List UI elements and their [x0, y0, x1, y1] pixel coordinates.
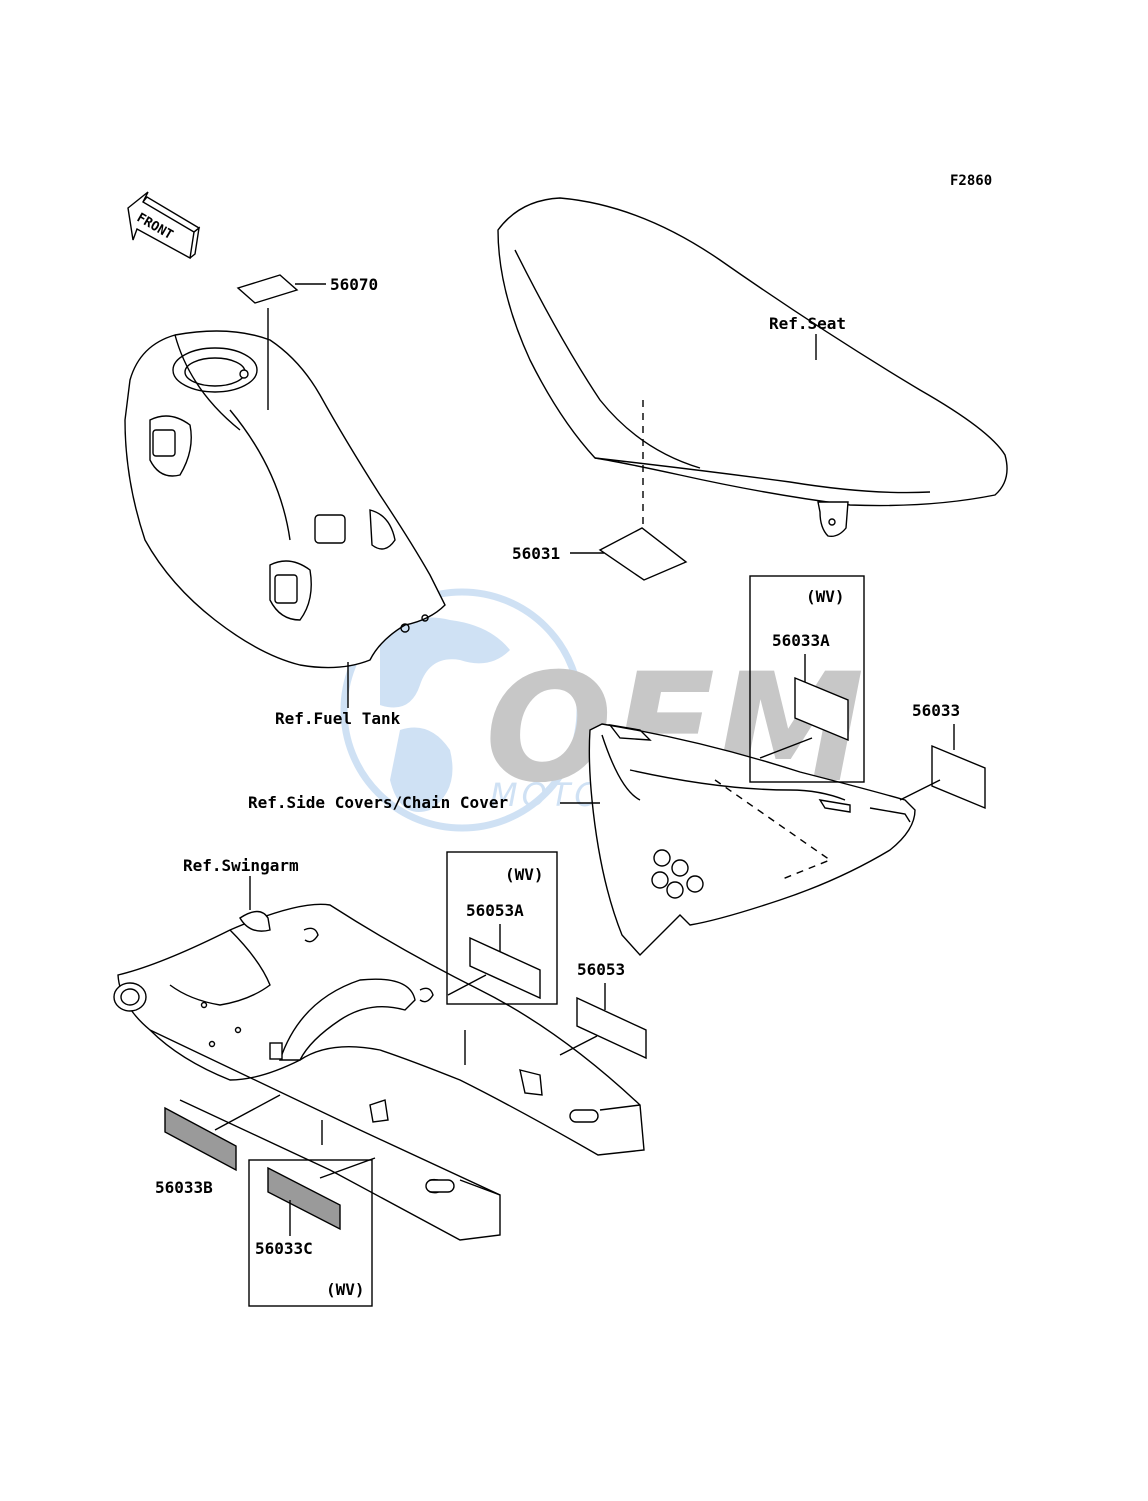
label-56070	[236, 274, 299, 304]
part-56033C: 56033C	[255, 1239, 313, 1258]
watermark-continents	[380, 617, 510, 812]
figure-code: F2860	[950, 173, 992, 189]
leader-56053A-to-arm	[447, 974, 487, 996]
seat	[497, 197, 1008, 538]
swingarm	[113, 903, 645, 1241]
leader-56033A-to-cover	[759, 737, 813, 759]
label-56033A	[794, 676, 849, 742]
ref-swingarm-label: Ref.Swingarm	[183, 856, 299, 875]
variant-56033A: (WV)	[806, 587, 845, 606]
part-56053A: 56053A	[466, 901, 524, 920]
leader-56053-to-arm	[559, 1035, 598, 1056]
ref-seat-label: Ref.Seat	[769, 314, 846, 333]
part-56031: 56031	[512, 544, 560, 563]
part-56033A: 56033A	[772, 631, 830, 650]
part-56033: 56033	[912, 701, 960, 720]
watermark-globe-icon	[340, 588, 584, 832]
part-56033B: 56033B	[155, 1178, 213, 1197]
leader-56033C-to-arm	[319, 1157, 376, 1179]
variant-56053A: (WV)	[505, 865, 544, 884]
label-56033C	[267, 1166, 341, 1231]
side-cover	[588, 723, 916, 957]
ref-fuel-tank-label: Ref.Fuel Tank	[275, 709, 401, 728]
label-56053	[576, 996, 647, 1060]
label-56053A	[469, 936, 541, 1000]
leader-56033B-to-arm	[214, 1094, 281, 1131]
variant-56033C: (WV)	[326, 1280, 365, 1299]
fuel-tank	[124, 330, 446, 669]
front-arrow-icon: FRONT	[127, 191, 201, 260]
label-56031	[598, 527, 688, 581]
part-56053: 56053	[577, 960, 625, 979]
label-56033	[931, 744, 986, 810]
box-56033A	[749, 575, 865, 783]
label-56033B	[164, 1106, 237, 1172]
part-56070: 56070	[330, 275, 378, 294]
box-56053A	[446, 851, 558, 1005]
box-56033C	[248, 1159, 373, 1307]
ref-side-covers-label: Ref.Side Covers/Chain Cover	[248, 793, 508, 812]
leader-56033-to-cover	[899, 779, 941, 801]
